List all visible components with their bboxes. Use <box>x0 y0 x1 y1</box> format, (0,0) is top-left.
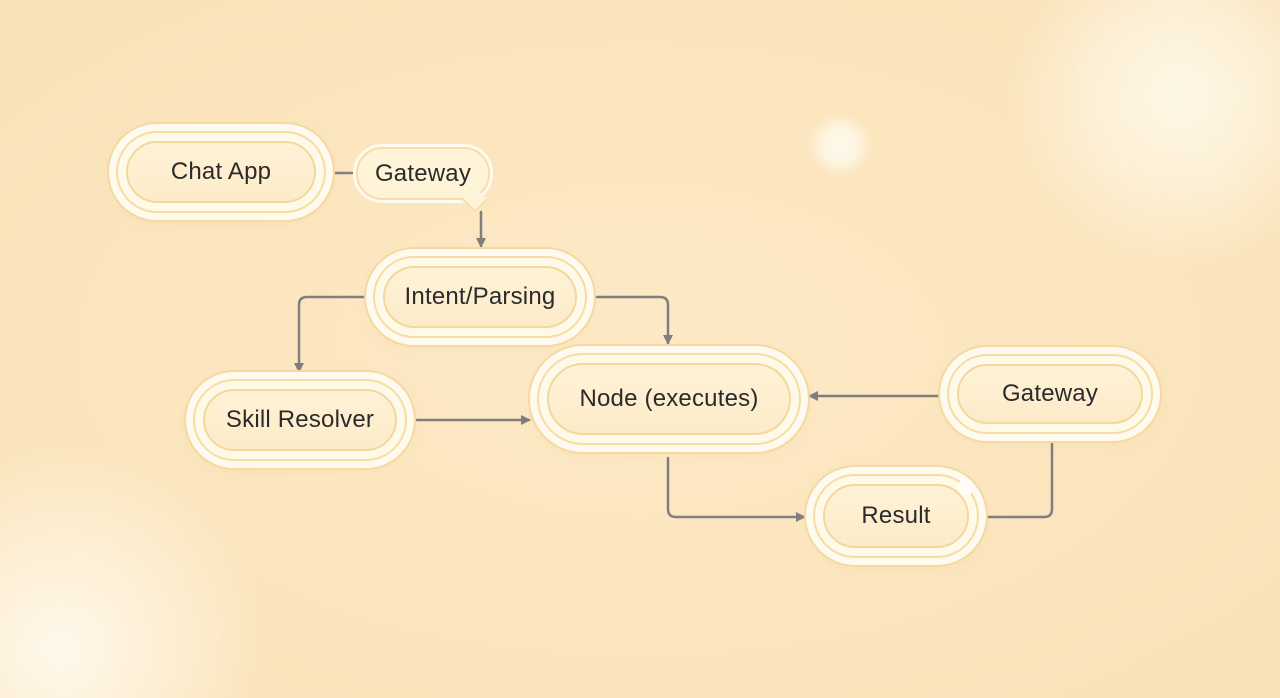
intent-parsing-node-inner: Intent/Parsing <box>383 266 577 328</box>
gateway-top-label: Gateway <box>374 159 472 187</box>
result-label: Result <box>861 502 931 529</box>
chat-app-node-inner: Chat App <box>126 141 316 203</box>
gateway-top-bubble[interactable]: Gateway <box>356 147 490 213</box>
gateway-right-node[interactable]: Gateway <box>947 354 1153 434</box>
edge-intent-node <box>595 295 673 345</box>
result-node-notch <box>958 479 974 495</box>
node-executes-node[interactable]: Node (executes) <box>537 353 801 445</box>
edge-gateway-result <box>984 439 1054 519</box>
node-executes-label: Node (executes) <box>579 385 759 412</box>
skill-resolver-node-inner: Skill Resolver <box>203 389 397 451</box>
skill-resolver-node[interactable]: Skill Resolver <box>193 379 407 461</box>
chat-app-label: Chat App <box>170 158 272 185</box>
skill-resolver-label: Skill Resolver <box>225 406 375 433</box>
intent-parsing-label: Intent/Parsing <box>404 283 556 310</box>
result-node[interactable]: Result <box>813 474 979 558</box>
node-executes-node-inner: Node (executes) <box>547 363 791 435</box>
chat-app-node[interactable]: Chat App <box>116 131 326 213</box>
gateway-right-node-inner: Gateway <box>957 364 1143 424</box>
edge-node-result <box>666 456 806 522</box>
edge-intent-skill-resolver <box>294 292 372 373</box>
result-node-inner: Result <box>823 484 969 548</box>
intent-parsing-node[interactable]: Intent/Parsing <box>373 256 587 338</box>
gateway-right-label: Gateway <box>1001 380 1099 407</box>
